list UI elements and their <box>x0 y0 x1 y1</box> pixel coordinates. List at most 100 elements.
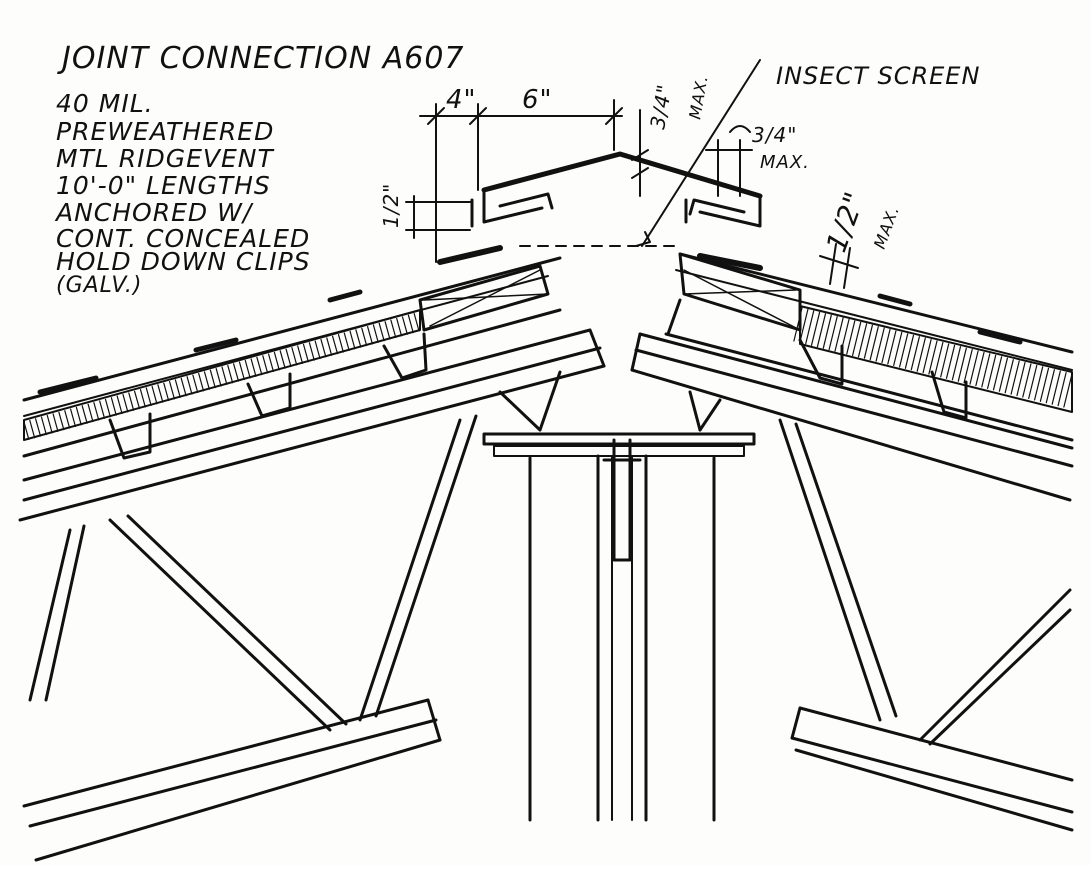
insulation-hatch-line <box>367 326 373 345</box>
insulation-hatch-line <box>221 366 228 385</box>
insulation-hatch-line <box>355 329 362 348</box>
insulation-hatch-line <box>256 356 263 376</box>
insulation-hatch-line <box>361 327 368 347</box>
insulation-hatch-line <box>326 337 333 356</box>
insulation-hatch-line <box>186 376 193 395</box>
insulation-hatch-line <box>192 374 199 393</box>
insulation-hatch-line <box>945 344 956 379</box>
insulation-hatch-line <box>1039 367 1050 402</box>
insulation-hatch-line <box>1004 359 1014 394</box>
roof-assembly-right <box>630 252 1074 502</box>
insulation-hatch-line <box>378 322 385 342</box>
dimension-three-quarter-right: 3/4" MAX. <box>705 123 810 197</box>
insulation-hatch-line <box>52 413 59 432</box>
dimension-half-right: 1/2" MAX. <box>819 187 903 289</box>
insulation-hatch-line <box>384 321 391 340</box>
max-top-text: MAX. <box>685 73 711 120</box>
dimension-three-quarter-top: 3/4" MAX. <box>631 73 712 197</box>
insulation-hatch-line <box>998 357 1009 392</box>
roof-assembly-left <box>18 245 606 522</box>
max-right-text: MAX. <box>760 152 810 173</box>
insulation-hatch-line <box>93 402 100 421</box>
insulation-hatch-line <box>875 327 885 362</box>
insulation-hatch-line <box>816 313 827 348</box>
insulation-hatch-left <box>23 311 426 440</box>
insect-screen-leader <box>641 59 761 247</box>
insulation-hatch-line <box>273 351 280 371</box>
insulation-hatch-line <box>320 338 327 358</box>
insulation-hatch-line <box>174 379 181 398</box>
insulation-hatch-line <box>928 340 938 375</box>
insulation-hatch-line <box>314 340 321 360</box>
insulation-hatch-line <box>413 313 420 332</box>
insulation-hatch-line <box>157 384 164 403</box>
insulation-hatch-line <box>969 350 979 385</box>
spec-note: 40 MIL. PREWEATHERED MTL RIDGEVENT 10'-0… <box>54 89 310 298</box>
insulation-hatch-line <box>898 333 909 368</box>
insulation-hatch-line <box>297 345 304 364</box>
dim-12-left-text: 1/2" <box>379 183 403 228</box>
insulation-hatch-line <box>291 347 298 366</box>
insulation-hatch-line <box>799 308 809 344</box>
bottom-chord-right <box>790 706 1074 832</box>
insulation-hatch-line <box>262 355 269 374</box>
dimension-4-inch: 4" <box>446 85 477 115</box>
insulation-hatch-line <box>951 346 962 381</box>
insulation-hatch-line <box>104 398 111 418</box>
insulation-hatch-line <box>992 356 1003 391</box>
insulation-hatch-line <box>233 363 240 382</box>
insulation-hatch-line <box>227 364 234 384</box>
note-line-1: 40 MIL. <box>56 89 154 118</box>
note-line-8: (GALV.) <box>56 273 142 298</box>
insulation-hatch-line <box>145 387 152 406</box>
bottom-chord-left <box>22 698 442 862</box>
insulation-hatch-line <box>139 389 146 408</box>
insulation-hatch-line <box>1022 363 1032 398</box>
insulation-hatch-line <box>934 341 944 377</box>
insulation-hatch-line <box>401 316 408 335</box>
insulation-hatch-line <box>99 400 106 419</box>
note-line-3: MTL RIDGEVENT <box>56 144 274 173</box>
insulation-hatch-line <box>910 336 921 371</box>
insulation-hatch-line <box>58 411 65 431</box>
insulation-hatch-line <box>372 324 379 343</box>
insulation-hatch-line <box>163 382 170 402</box>
insulation-hatch-line <box>986 354 997 389</box>
dimension-half-left: 1/2" <box>379 183 471 239</box>
insulation-hatch-line <box>169 381 175 400</box>
insulation-hatch-line <box>40 416 47 436</box>
max-far-right-text: MAX. <box>870 203 903 252</box>
insulation-hatch-line <box>846 320 856 355</box>
insulation-hatch-line <box>904 334 915 369</box>
insulation-hatch-line <box>110 397 117 416</box>
insulation-hatch-right <box>793 307 1073 408</box>
insulation-hatch-line <box>810 311 821 346</box>
insulation-hatch-line <box>834 317 844 352</box>
insulation-hatch-line <box>828 316 838 351</box>
drawing-title: JOINT CONNECTION A607 <box>57 41 465 76</box>
insulation-hatch-line <box>922 339 932 374</box>
insulation-hatch-line <box>857 323 868 358</box>
insulation-hatch-line <box>69 408 77 427</box>
insulation-hatch-line <box>981 353 991 388</box>
insulation-hatch-line <box>1033 366 1044 401</box>
insulation-hatch-line <box>244 359 251 379</box>
insulation-hatch-line <box>1057 372 1067 407</box>
note-line-2: PREWEATHERED <box>56 117 274 146</box>
insulation-hatch-line <box>302 343 309 363</box>
insulation-hatch-line <box>81 405 88 424</box>
insulation-hatch-line <box>1051 370 1061 405</box>
note-line-6: CONT. CONCEALED <box>56 224 310 253</box>
insulation-hatch-line <box>215 368 222 387</box>
insulation-hatch-line <box>1010 360 1020 395</box>
insulation-hatch-line <box>209 369 216 389</box>
insulation-hatch-line <box>881 328 891 364</box>
insulation-hatch-line <box>75 406 82 426</box>
insulation-hatch-line <box>122 393 129 413</box>
insulation-hatch-line <box>390 319 397 338</box>
insulation-hatch-line <box>268 353 274 372</box>
insulation-hatch-line <box>279 350 286 369</box>
dimension-lines-top <box>419 99 623 263</box>
